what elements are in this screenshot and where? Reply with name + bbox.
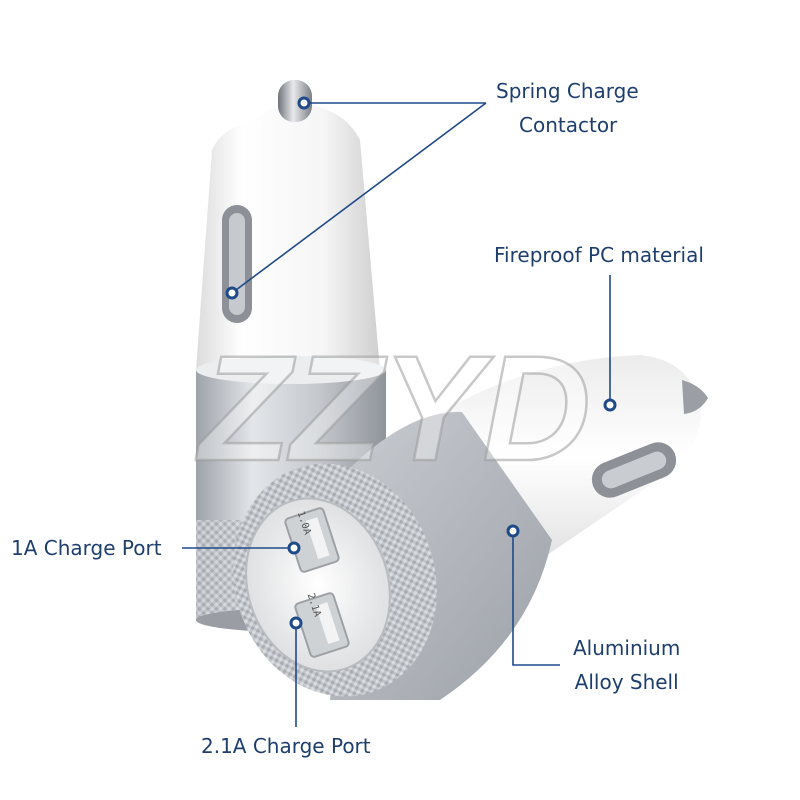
- callout-alu-line1: Aluminium: [573, 636, 681, 660]
- spring-tip: [278, 80, 312, 122]
- port-face: [245, 497, 391, 673]
- usb-port-lower: [294, 592, 350, 658]
- callout-spring-contactor: Spring Charge Contactor: [496, 74, 639, 142]
- front-charger-body: [420, 355, 701, 560]
- callout-alu-line2: Alloy Shell: [574, 670, 679, 694]
- front-charger: 1.0A 2.1A: [233, 355, 708, 700]
- callout-fireproof: Fireproof PC material: [494, 243, 704, 267]
- leader-lines: [182, 96, 617, 727]
- callout-1a-port: 1A Charge Port: [11, 536, 162, 560]
- watermark: ZZYD: [195, 324, 591, 492]
- callout-aluminium-shell: Aluminium Alloy Shell: [573, 631, 680, 699]
- callout-spring-line2: Contactor: [519, 113, 618, 137]
- callout-21a-port: 2.1A Charge Port: [201, 734, 371, 758]
- callout-spring-line1: Spring Charge: [496, 79, 639, 103]
